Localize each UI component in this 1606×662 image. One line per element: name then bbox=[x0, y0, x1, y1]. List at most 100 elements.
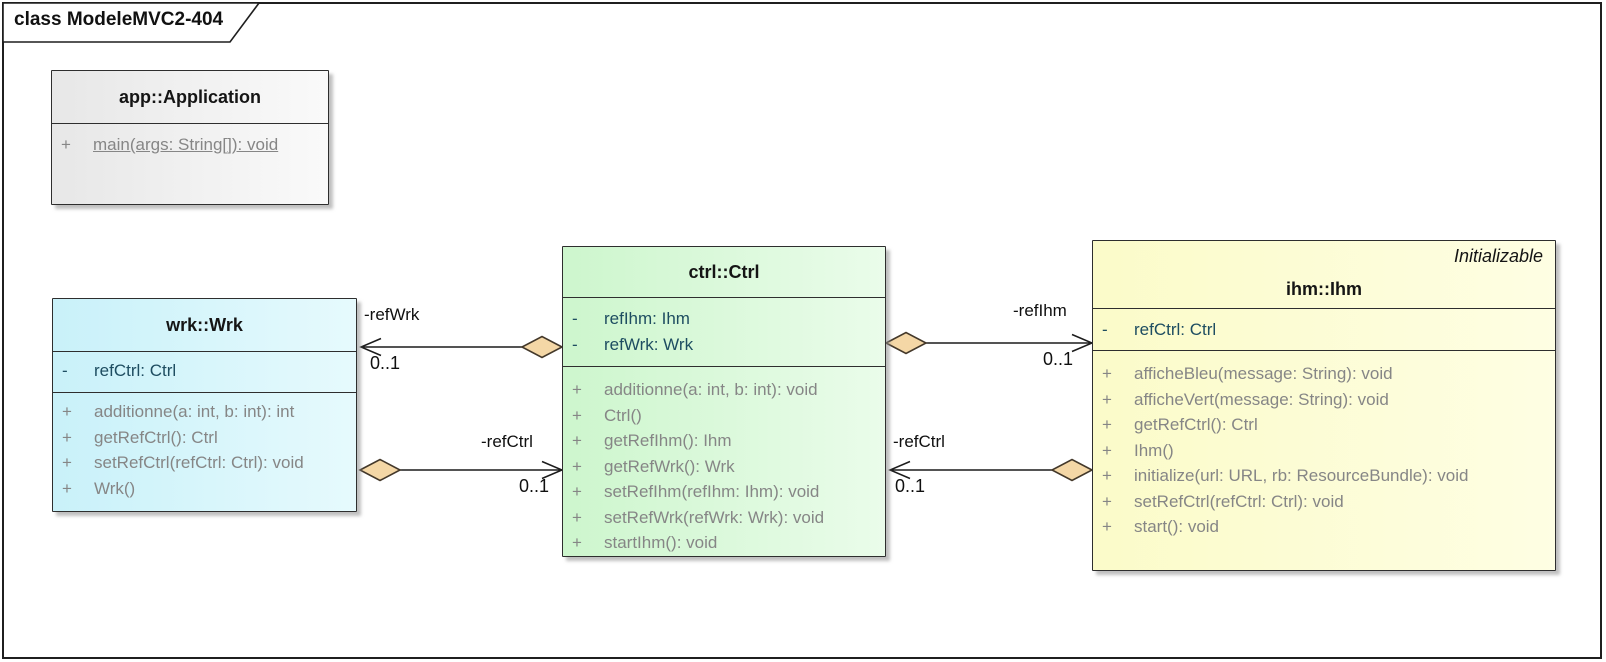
visibility-marker: + bbox=[572, 405, 582, 425]
connector-refCtrl-ihm-side[interactable] bbox=[888, 458, 1094, 482]
visibility-marker: + bbox=[572, 380, 582, 399]
role-label-refCtrl-ihm: -refCtrl bbox=[893, 432, 945, 451]
aggregation-diamond bbox=[520, 335, 564, 359]
class-box-wrk[interactable]: wrk::Wrk - refCtrl: Ctrl + additionne(a:… bbox=[52, 298, 357, 512]
visibility-marker: - bbox=[62, 361, 68, 380]
multiplicity-refWrk: 0..1 bbox=[370, 353, 401, 373]
operation-row: + additionne(a: int, b: int): void bbox=[563, 377, 885, 403]
operation-text: getRefWrk(): Wrk bbox=[604, 456, 735, 476]
operation-row: + Ctrl() bbox=[563, 403, 885, 429]
attribute-row: - refIhm: Ihm bbox=[563, 306, 885, 332]
operation-text: Wrk() bbox=[94, 478, 136, 498]
class-name: app::Application bbox=[119, 86, 261, 107]
visibility-marker: + bbox=[1102, 466, 1112, 485]
operation-text: main(args: String[]): void bbox=[93, 135, 279, 154]
attributes-compartment: - refCtrl: Ctrl bbox=[1093, 308, 1555, 350]
aggregation-diamond bbox=[884, 331, 928, 355]
attributes-compartment: - refIhm: Ihm - refWrk: Wrk bbox=[563, 297, 885, 366]
attribute-row: - refWrk: Wrk bbox=[563, 332, 885, 358]
operation-row: + afficheBleu(message: String): void bbox=[1093, 361, 1555, 387]
operation-text: setRefCtrl(refCtrl: Ctrl): void bbox=[1134, 491, 1344, 511]
class-name: wrk::Wrk bbox=[166, 314, 243, 335]
visibility-marker: + bbox=[1102, 517, 1112, 536]
operation-row: + Wrk() bbox=[53, 476, 356, 502]
visibility-marker: + bbox=[62, 453, 72, 472]
operation-text: afficheBleu(message: String): void bbox=[1134, 364, 1393, 383]
operation-row: + setRefIhm(refIhm: Ihm): void bbox=[563, 479, 885, 505]
attribute-text: refCtrl: Ctrl bbox=[1134, 320, 1217, 339]
multiplicity-refIhm: 0..1 bbox=[1043, 349, 1074, 369]
operation-row: + setRefWrk(refWrk: Wrk): void bbox=[563, 505, 885, 531]
operations-compartment: + main(args: String[]): void bbox=[52, 123, 328, 158]
operation-row: + getRefWrk(): Wrk bbox=[563, 454, 885, 480]
attribute-text: refIhm: Ihm bbox=[604, 309, 690, 328]
operation-row: + setRefCtrl(refCtrl: Ctrl): void bbox=[1093, 489, 1555, 515]
operation-row: + getRefIhm(): Ihm bbox=[563, 428, 885, 454]
operations-compartment: + additionne(a: int, b: int): int + getR… bbox=[53, 392, 356, 501]
visibility-marker: - bbox=[572, 309, 578, 328]
visibility-marker: + bbox=[62, 478, 72, 498]
operations-compartment: + afficheBleu(message: String): void + a… bbox=[1093, 350, 1555, 540]
attributes-compartment: - refCtrl: Ctrl bbox=[53, 351, 356, 392]
class-name: ihm::Ihm bbox=[1286, 278, 1362, 299]
operation-row: + start(): void bbox=[1093, 514, 1555, 540]
operation-text: Ctrl() bbox=[604, 405, 642, 425]
role-label-refWrk: -refWrk bbox=[364, 305, 420, 324]
class-name: ctrl::Ctrl bbox=[688, 261, 760, 282]
operation-text: setRefWrk(refWrk: Wrk): void bbox=[604, 507, 825, 527]
attribute-row: - refCtrl: Ctrl bbox=[1093, 317, 1555, 343]
operations-compartment: + additionne(a: int, b: int): void + Ctr… bbox=[563, 366, 885, 556]
visibility-marker: + bbox=[572, 533, 582, 552]
attribute-text: refWrk: Wrk bbox=[604, 334, 694, 354]
open-arrowhead bbox=[888, 460, 911, 480]
operation-text: Ihm() bbox=[1134, 440, 1174, 460]
operation-text: start(): void bbox=[1134, 517, 1220, 536]
operation-text: additionne(a: int, b: int): int bbox=[94, 402, 295, 421]
diagram-title: class ModeleMVC2-404 bbox=[14, 9, 224, 30]
visibility-marker: + bbox=[572, 456, 582, 476]
multiplicity-refCtrl-ihm: 0..1 bbox=[895, 476, 926, 496]
visibility-marker: + bbox=[1102, 389, 1112, 409]
operation-text: initialize(url: URL, rb: ResourceBundle)… bbox=[1134, 466, 1469, 485]
operation-row: + setRefCtrl(refCtrl: Ctrl): void bbox=[53, 450, 356, 476]
operation-row: + afficheVert(message: String): void bbox=[1093, 387, 1555, 413]
diagram-title-tab bbox=[2, 2, 261, 43]
role-label-refIhm: -refIhm bbox=[1013, 301, 1067, 320]
visibility-marker: + bbox=[61, 135, 71, 154]
operation-text: getRefIhm(): Ihm bbox=[604, 431, 732, 450]
operation-row: + getRefCtrl(): Ctrl bbox=[1093, 412, 1555, 438]
connector-refWrk[interactable] bbox=[359, 335, 564, 359]
operation-text: setRefIhm(refIhm: Ihm): void bbox=[604, 482, 820, 501]
operation-row: + initialize(url: URL, rb: ResourceBundl… bbox=[1093, 463, 1555, 489]
operation-text: getRefCtrl(): Ctrl bbox=[1134, 415, 1258, 434]
visibility-marker: + bbox=[572, 431, 582, 450]
class-box-ctrl[interactable]: ctrl::Ctrl - refIhm: Ihm - refWrk: Wrk +… bbox=[562, 246, 886, 557]
visibility-marker: + bbox=[62, 427, 72, 447]
visibility-marker: - bbox=[572, 334, 578, 354]
visibility-marker: + bbox=[572, 507, 582, 527]
operation-row: + getRefCtrl(): Ctrl bbox=[53, 425, 356, 451]
aggregation-diamond bbox=[358, 458, 402, 482]
attribute-row: - refCtrl: Ctrl bbox=[53, 358, 356, 384]
aggregation-diamond bbox=[1050, 458, 1094, 482]
interface-realization-label: Initializable bbox=[1453, 246, 1543, 266]
operation-text: startIhm(): void bbox=[604, 533, 718, 552]
attribute-text: refCtrl: Ctrl bbox=[94, 361, 177, 380]
visibility-marker: + bbox=[572, 482, 582, 501]
operation-row: + main(args: String[]): void bbox=[52, 132, 328, 158]
operation-text: getRefCtrl(): Ctrl bbox=[94, 427, 218, 447]
operation-row: + additionne(a: int, b: int): int bbox=[53, 399, 356, 425]
visibility-marker: + bbox=[62, 402, 72, 421]
operation-text: afficheVert(message: String): void bbox=[1134, 389, 1389, 409]
visibility-marker: + bbox=[1102, 440, 1112, 460]
class-box-ihm[interactable]: Initializable ihm::Ihm - refCtrl: Ctrl +… bbox=[1092, 240, 1556, 571]
multiplicity-refCtrl-wrk: 0..1 bbox=[519, 476, 550, 496]
class-box-app-application[interactable]: app::Application + main(args: String[]):… bbox=[51, 70, 329, 205]
open-arrowhead bbox=[359, 337, 382, 357]
visibility-marker: + bbox=[1102, 415, 1112, 434]
operation-text: setRefCtrl(refCtrl: Ctrl): void bbox=[94, 453, 304, 472]
visibility-marker: - bbox=[1102, 320, 1108, 339]
